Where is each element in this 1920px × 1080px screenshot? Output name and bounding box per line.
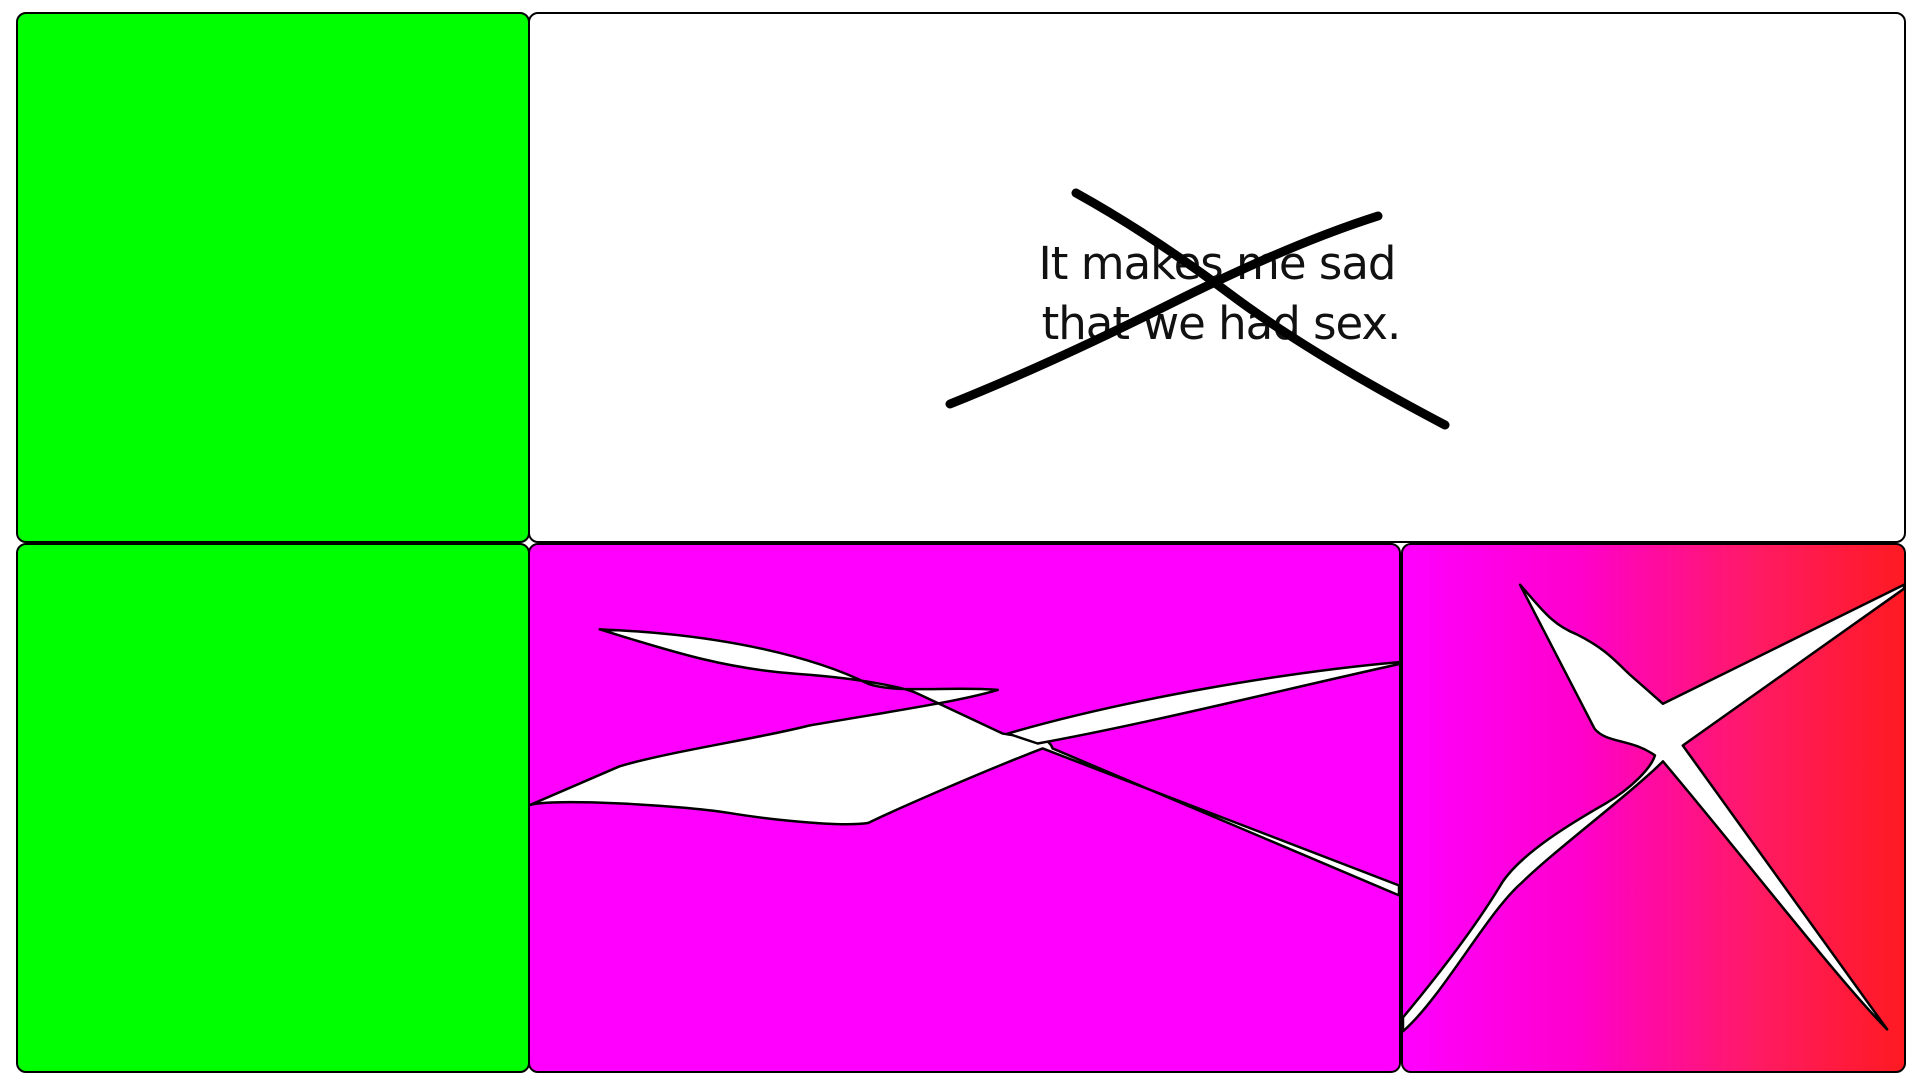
message-wrap: It makes me sad that we had sex. <box>530 14 1904 541</box>
green-panel-top <box>16 12 530 543</box>
strike-stroke-2 <box>945 211 1383 409</box>
magenta-panel <box>528 543 1401 1073</box>
x-brush-icon <box>1403 583 1904 1033</box>
x-brush-icon <box>530 628 1399 897</box>
green-panel-bottom <box>16 543 530 1073</box>
brush-stroke-2 <box>1006 660 1399 745</box>
x-strike-icon <box>945 188 1450 430</box>
gradient-panel <box>1401 543 1906 1073</box>
crossed-out-message: It makes me sad that we had sex. <box>530 234 1904 354</box>
message-panel: It makes me sad that we had sex. <box>528 12 1906 543</box>
strike-stroke-1 <box>1071 188 1450 430</box>
brush-stroke-1 <box>1403 583 1904 1033</box>
brush-stroke-1 <box>530 628 1399 897</box>
